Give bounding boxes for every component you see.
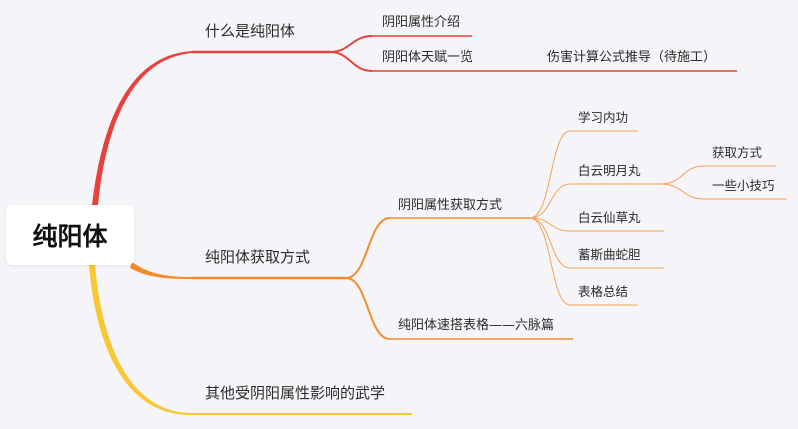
node-baiyun-xiancao-pill[interactable]: 白云仙草丸 [578,210,641,225]
node-acquire-methods[interactable]: 纯阳体获取方式 [205,248,311,266]
node-what-is[interactable]: 什么是纯阳体 [205,22,296,40]
connector-3-3 [529,217,571,232]
branch-connector-2 [130,262,192,279]
connector-1-1 [329,35,373,53]
connector-3-5 [529,217,571,306]
connector-3-1 [529,130,571,219]
node-snake-gall[interactable]: 蓄斯曲蛇胆 [578,247,641,262]
connector-1-2 [329,51,373,72]
connector-2-2 [345,277,391,340]
node-pill-tips[interactable]: 一些小技巧 [712,178,775,193]
connector-4-2 [659,183,705,200]
node-table-summary[interactable]: 表格总结 [578,284,629,299]
node-learn-neigong[interactable]: 学习内功 [578,110,629,125]
branch-connector-3 [89,265,192,416]
connector-4-1 [659,165,705,185]
node-baiyun-mingyue-pill[interactable]: 白云明月丸 [578,163,641,178]
node-quick-build-table[interactable]: 纯阳体速搭表格——六脉篇 [398,318,555,333]
connector-3-2 [529,183,571,219]
branch-connector-1 [92,51,192,205]
node-other-martial-arts[interactable]: 其他受阴阳属性影响的武学 [205,384,386,402]
node-yinyang-intro[interactable]: 阴阳属性介绍 [382,15,461,30]
node-talent-list[interactable]: 阴阳体天赋一览 [382,50,474,65]
root-node[interactable]: 纯阳体 [6,205,134,265]
node-yinyang-acquire[interactable]: 阴阳属性获取方式 [398,198,503,213]
node-damage-formula[interactable]: 伤害计算公式推导（待施工） [547,50,717,65]
connector-3-4 [529,217,571,269]
node-pill-acquire[interactable]: 获取方式 [712,145,763,160]
root-node-label: 纯阳体 [32,222,108,251]
connector-2-1 [345,217,391,279]
